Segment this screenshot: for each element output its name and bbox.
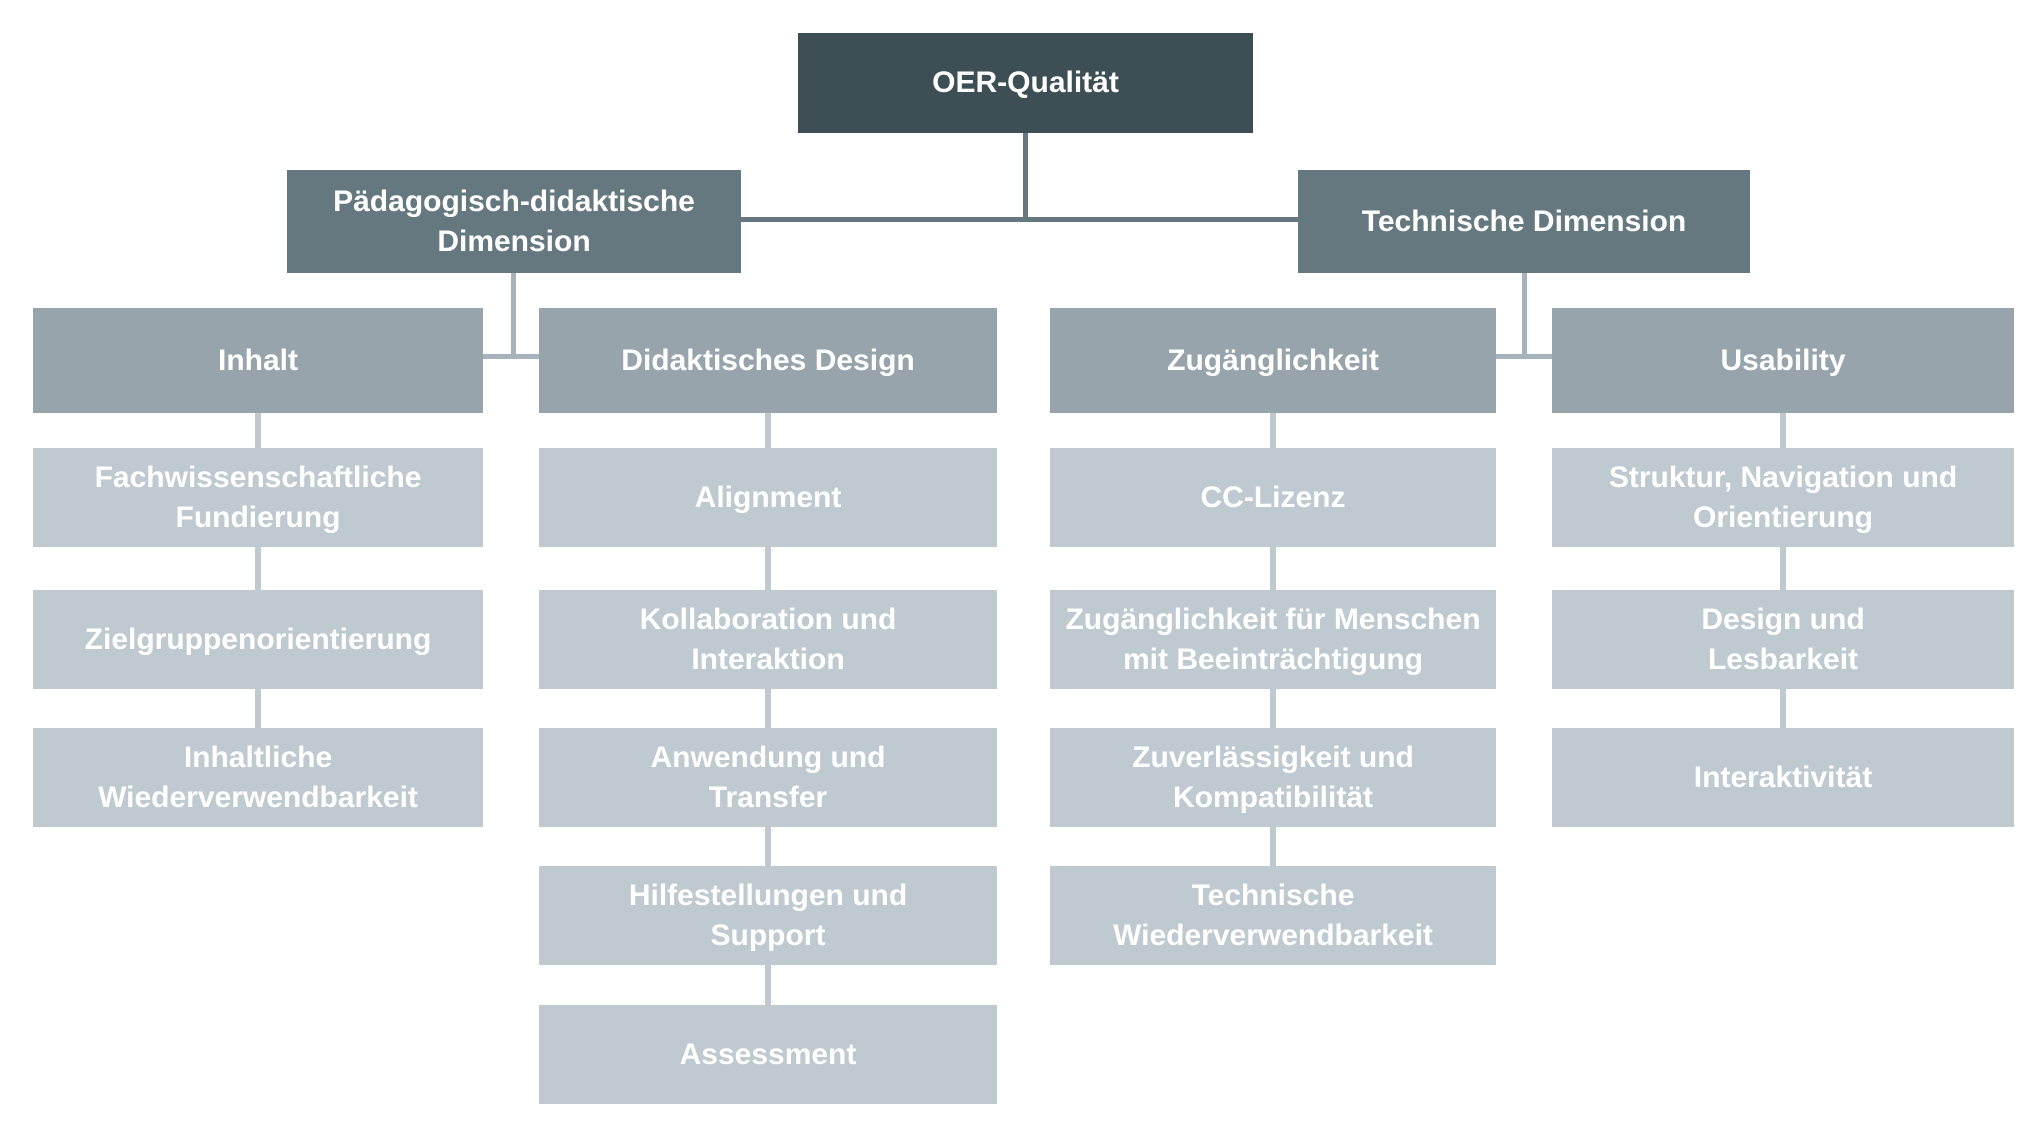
connector-right-dimension-vertical (1522, 273, 1527, 359)
item-box-inhaltliche-wiederverwendbarkeit: Inhaltliche Wiederverwendbarkeit (33, 728, 483, 827)
connector-stub (765, 963, 771, 1005)
connector-stub (1270, 413, 1276, 448)
connector-dimensions-horizontal (741, 217, 1298, 222)
dimension-box-technisch: Technische Dimension (1298, 170, 1750, 273)
column-inhalt: Inhalt Fachwissenschaftliche Fundierung … (33, 0, 483, 1132)
item-box-interaktivitaet: Interaktivität (1552, 728, 2014, 827)
connector-stub (1780, 688, 1786, 728)
item-box-design-lesbarkeit: Design und Lesbarkeit (1552, 590, 2014, 689)
item-box-hilfestellungen-support: Hilfestellungen und Support (539, 866, 997, 965)
item-box-assessment: Assessment (539, 1005, 997, 1104)
connector-stub (255, 547, 261, 590)
column-header-usability: Usability (1552, 308, 2014, 413)
connector-root-vertical (1023, 133, 1028, 222)
connector-stub (255, 413, 261, 448)
column-header-inhalt: Inhalt (33, 308, 483, 413)
item-box-zielgruppenorientierung: Zielgruppenorientierung (33, 590, 483, 689)
dimension-box-paedagogisch-didaktisch: Pädagogisch-didaktische Dimension (287, 170, 741, 273)
connector-stub (765, 688, 771, 728)
item-box-zugaenglichkeit-beeintraechtigung: Zugänglichkeit für Menschen mit Beeinträ… (1050, 590, 1496, 689)
connector-stub (765, 413, 771, 448)
column-didaktisches-design: Didaktisches Design Alignment Kollaborat… (539, 0, 997, 1132)
item-box-fachwissenschaftliche-fundierung: Fachwissenschaftliche Fundierung (33, 448, 483, 547)
item-box-kollaboration-interaktion: Kollaboration und Interaktion (539, 590, 997, 689)
item-box-cc-lizenz: CC-Lizenz (1050, 448, 1496, 547)
connector-stub (1270, 825, 1276, 866)
connector-stub (765, 547, 771, 590)
connector-left-columns-horizontal (483, 354, 539, 359)
item-box-anwendung-transfer: Anwendung und Transfer (539, 728, 997, 827)
column-header-zugaenglichkeit: Zugänglichkeit (1050, 308, 1496, 413)
connector-stub (255, 688, 261, 728)
connector-stub (1270, 688, 1276, 728)
column-usability: Usability Struktur, Navigation und Orien… (1552, 0, 2014, 1132)
connector-stub (765, 825, 771, 866)
connector-stub (1780, 413, 1786, 448)
column-header-didaktisches-design: Didaktisches Design (539, 308, 997, 413)
connector-right-columns-horizontal (1496, 354, 1552, 359)
item-box-alignment: Alignment (539, 448, 997, 547)
item-box-technische-wiederverwendbarkeit: Technische Wiederverwendbarkeit (1050, 866, 1496, 965)
root-box-oer-qualitaet: OER-Qualität (798, 33, 1253, 133)
connector-left-dimension-vertical (511, 273, 516, 359)
item-box-zuverlaessigkeit-kompatibilitaet: Zuverlässigkeit und Kompatibilität (1050, 728, 1496, 827)
connector-stub (1270, 547, 1276, 590)
item-box-struktur-navigation-orientierung: Struktur, Navigation und Orientierung (1552, 448, 2014, 547)
column-zugaenglichkeit: Zugänglichkeit CC-Lizenz Zugänglichkeit … (1050, 0, 1496, 1132)
connector-stub (1780, 547, 1786, 590)
